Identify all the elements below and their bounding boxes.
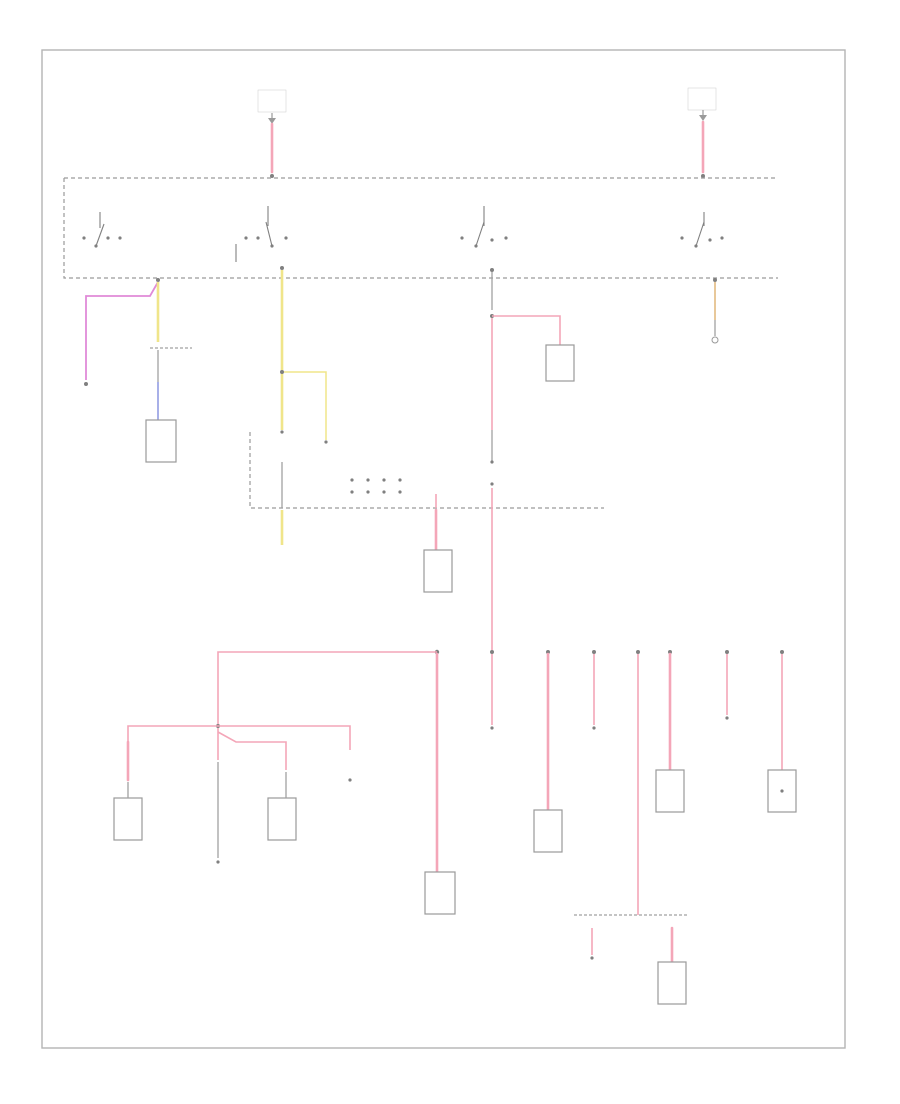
component-box-fuse: [423, 549, 453, 593]
drop-2: [533, 650, 563, 853]
switch-group-1: [82, 212, 122, 248]
wire-magenta-left: [85, 281, 159, 380]
drop-6: [725, 650, 729, 720]
fuse-block-box: [249, 432, 604, 509]
power-source-left: [257, 89, 287, 178]
component-box-center-top: [545, 344, 575, 382]
switch-group-4: [680, 212, 724, 248]
drop-7: [767, 650, 797, 813]
wire-pink-branch-row: [127, 725, 351, 750]
component-box-bl-2: [267, 797, 297, 841]
drop-1: [490, 650, 494, 730]
power-source-right: [687, 87, 717, 178]
drop-3: [592, 650, 596, 730]
component-box-left: [145, 419, 177, 463]
switch-group-2: [235, 206, 288, 262]
component-box-lower-center: [424, 871, 456, 915]
diagram-frame: [41, 49, 846, 1049]
wire-pink-bus-left: [217, 651, 437, 760]
wire-pink-branch: [492, 315, 561, 345]
drop-4: [574, 650, 688, 1005]
wire-yellow-tap: [282, 371, 327, 440]
component-box-bl-1: [113, 797, 143, 841]
switch-group-3: [460, 206, 508, 248]
ignition-switch-box: [63, 178, 778, 279]
drop-5: [655, 650, 685, 813]
